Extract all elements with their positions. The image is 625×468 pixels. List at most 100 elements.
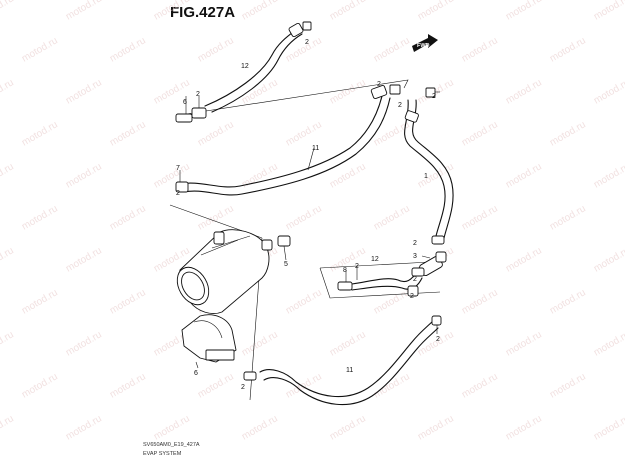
watermark-text: motod.ru xyxy=(460,203,500,232)
watermark-text: motod.ru xyxy=(0,329,16,358)
watermark-text: motod.ru xyxy=(20,119,60,148)
callout-label: 2 xyxy=(377,81,381,88)
watermark-text: motod.ru xyxy=(284,203,324,232)
watermark-text: motod.ru xyxy=(0,77,16,106)
fwd-label: FWD xyxy=(417,43,430,49)
watermark-text: motod.ru xyxy=(196,371,236,400)
callout-label: 5 xyxy=(284,261,288,268)
callout-label: 2 xyxy=(410,293,414,300)
watermark-text: motod.ru xyxy=(20,35,60,64)
watermark-text: motod.ru xyxy=(152,0,192,23)
figure-title: FIG.427A xyxy=(170,4,236,21)
callout-label: 3 xyxy=(413,253,417,260)
watermark-text: motod.ru xyxy=(504,77,544,106)
watermark-text: motod.ru xyxy=(548,203,588,232)
watermark-text: motod.ru xyxy=(460,119,500,148)
watermark-text: motod.ru xyxy=(108,119,148,148)
watermark-text: motod.ru xyxy=(196,203,236,232)
watermark-text: motod.ru xyxy=(64,0,104,23)
watermark-text: motod.ru xyxy=(372,371,412,400)
watermark-text: motod.ru xyxy=(108,287,148,316)
watermark-text: motod.ru xyxy=(108,371,148,400)
watermark-text: motod.ru xyxy=(548,119,588,148)
watermark-text: motod.ru xyxy=(0,161,16,190)
callout-label: 6 xyxy=(183,99,187,106)
canister xyxy=(176,229,291,314)
watermark-text: motod.ru xyxy=(284,287,324,316)
figure-code: SV650AM0_E19_427A xyxy=(143,442,200,448)
watermark-text: motod.ru xyxy=(504,329,544,358)
watermark-text: motod.ru xyxy=(328,245,368,274)
watermark-text: motod.ru xyxy=(240,161,280,190)
callout-label: 2 xyxy=(305,39,309,46)
callout-labels: 2 12 2 6 2 2 2 11 1 7 2 5 2 3 12 8 2 2 2… xyxy=(176,39,440,391)
callout-label: 8 xyxy=(343,267,347,274)
watermark-text: motod.ru xyxy=(328,77,368,106)
watermark-text: motod.ru xyxy=(592,413,625,442)
watermark-text: motod.ru xyxy=(416,0,456,23)
valve-3 xyxy=(411,251,447,277)
watermark-text: motod.ru xyxy=(504,161,544,190)
watermark-text: motod.ru xyxy=(592,0,625,23)
watermark-text: motod.ru xyxy=(416,413,456,442)
joint-8-top xyxy=(175,96,207,123)
watermark-text: motod.ru xyxy=(64,413,104,442)
watermark-text: motod.ru xyxy=(64,77,104,106)
watermark-text: motod.ru xyxy=(284,35,324,64)
watermark-text: motod.ru xyxy=(240,329,280,358)
watermark-text: motod.ru xyxy=(372,203,412,232)
callout-label: 2 xyxy=(241,384,245,391)
watermark-text: motod.ru xyxy=(372,287,412,316)
callout-label: 2 xyxy=(413,240,417,247)
clamp xyxy=(302,21,312,31)
callout-label: 2 xyxy=(176,190,180,197)
hose-11 xyxy=(243,315,442,406)
watermark-text: motod.ru xyxy=(460,371,500,400)
watermark-text: motod.ru xyxy=(196,119,236,148)
hose-10 xyxy=(204,21,312,113)
watermark-text: motod.ru xyxy=(592,329,625,358)
callout-label: 11 xyxy=(346,367,353,374)
watermark-text: motod.ru xyxy=(0,0,16,23)
watermark-text: motod.ru xyxy=(504,0,544,23)
watermark-text: motod.ru xyxy=(284,371,324,400)
watermark-text: motod.ru xyxy=(108,35,148,64)
watermark-text: motod.ru xyxy=(240,413,280,442)
watermark-text: motod.ru xyxy=(548,371,588,400)
watermark-text: motod.ru xyxy=(152,413,192,442)
watermark-text: motod.ru xyxy=(328,161,368,190)
watermark-text: motod.ru xyxy=(328,329,368,358)
watermark-text: motod.ru xyxy=(64,245,104,274)
callout-label: 2 xyxy=(398,102,402,109)
hose-9 xyxy=(175,84,401,196)
callout-label: 11 xyxy=(312,145,319,152)
hose-12 xyxy=(337,266,423,297)
watermark-text: motod.ru xyxy=(20,287,60,316)
watermark-text: motod.ru xyxy=(20,371,60,400)
watermark-text: motod.ru xyxy=(460,287,500,316)
callout-label: 12 xyxy=(241,63,249,70)
watermark-text: motod.ru xyxy=(504,245,544,274)
watermark-text: motod.ru xyxy=(0,413,16,442)
watermark-text: motod.ru xyxy=(548,287,588,316)
watermark-text: motod.ru xyxy=(328,413,368,442)
callout-label: 6 xyxy=(194,370,198,377)
watermark-text: motod.ru xyxy=(372,35,412,64)
watermark-text: motod.ru xyxy=(108,203,148,232)
watermark-text: motod.ru xyxy=(548,35,588,64)
watermark-text: motod.ru xyxy=(20,203,60,232)
callout-label: 2 xyxy=(355,263,359,270)
clamp xyxy=(288,22,304,38)
fwd-arrow: FWD xyxy=(412,34,438,52)
figure-caption: EVAP SYSTEM xyxy=(143,451,182,457)
callout-label: 7 xyxy=(176,165,180,172)
hose-1 xyxy=(404,87,454,245)
watermark-text: motod.ru xyxy=(460,35,500,64)
watermark-text: motod.ru xyxy=(592,77,625,106)
watermark-text: motod.ru xyxy=(64,161,104,190)
watermark-text: motod.ru xyxy=(328,0,368,23)
watermark-text: motod.ru xyxy=(64,329,104,358)
callout-label: 1 xyxy=(424,173,428,180)
